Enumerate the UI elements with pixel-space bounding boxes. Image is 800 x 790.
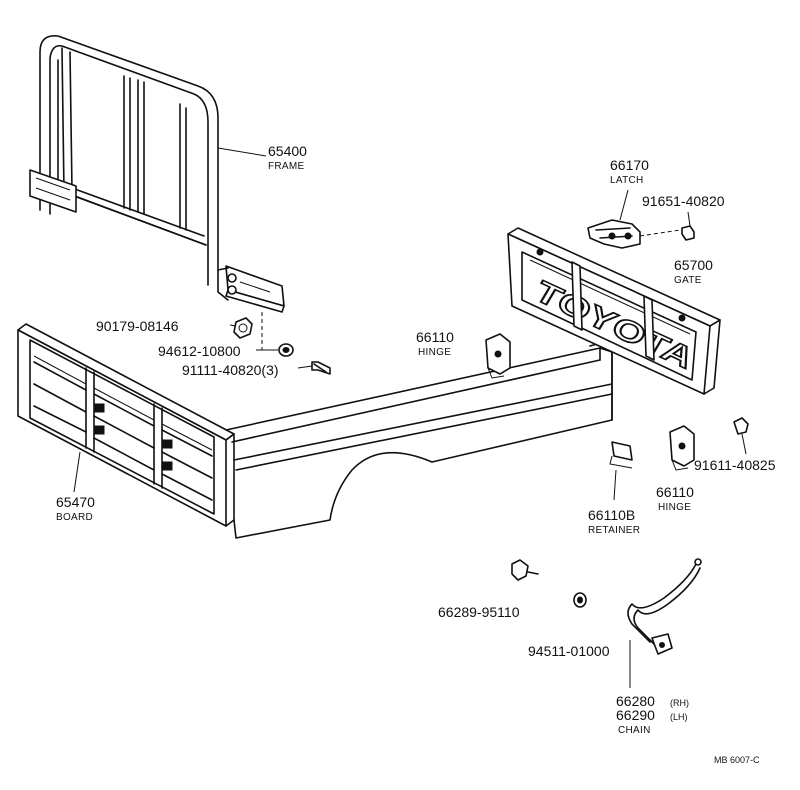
retainer-part-number: 66110B (588, 507, 635, 523)
chain-lh-suffix: (LH) (670, 712, 688, 722)
board-part-number: 65470 (56, 494, 95, 510)
frame-part-number: 65400 (268, 143, 307, 159)
label-hinge-upper: 66110 HINGE (416, 329, 454, 358)
frame-hardware-drawing (229, 312, 331, 375)
board-part-name: BOARD (56, 512, 93, 523)
label-hinge-bolt: 91611-40825 (694, 457, 776, 473)
label-latch-bolt: 91651-40820 (642, 193, 725, 209)
label-gate: 65700 GATE (674, 257, 713, 286)
hinge-upper-part-name: HINGE (418, 347, 451, 358)
chain-rh-part-number: 66280 (616, 693, 655, 709)
label-washer: 94612-10800 (158, 343, 241, 359)
latch-bolt-icon (681, 211, 695, 241)
label-latch: 66170 LATCH (610, 157, 649, 186)
label-nut: 90179-08146 (96, 318, 179, 334)
label-frame-bolt: 91111-40820(3) (182, 362, 279, 378)
hinge-upper-part-number: 66110 (416, 329, 454, 345)
chain-icon (627, 558, 702, 688)
label-board: 65470 BOARD (56, 494, 95, 523)
hinge-lower-icon (669, 425, 695, 471)
frame-bolt-part-number: 91111-40820(3) (182, 362, 279, 378)
hinge-lower-part-number: 66110 (656, 484, 694, 500)
hinge-upper-icon (485, 333, 511, 379)
latch-drawing (587, 189, 681, 249)
hinge-bolt-icon (733, 417, 749, 455)
hinge-lower-part-name: HINGE (658, 502, 691, 513)
washer-icon (278, 343, 294, 357)
reference-code: MB 6007-C (714, 755, 760, 765)
retainer-part-name: RETAINER (588, 525, 640, 536)
hinge-bolt-part-number: 91611-40825 (694, 457, 776, 473)
chain-bolt-icon (511, 559, 539, 581)
label-chain-washer: 94511-01000 (528, 643, 610, 659)
frame-part-name: FRAME (268, 161, 305, 172)
chain-washer-part-number: 94511-01000 (528, 643, 610, 659)
chain-washer-icon (573, 592, 587, 608)
label-chain: 66280 (RH) 66290 (LH) CHAIN (616, 693, 689, 736)
latch-part-number: 66170 (610, 157, 649, 173)
board-drawing (17, 323, 235, 527)
label-chain-bolt: 66289-95110 (438, 604, 520, 620)
gate-drawing: TOYOTA (507, 227, 721, 395)
chain-bolt-part-number: 66289-95110 (438, 604, 520, 620)
frame-drawing (29, 35, 285, 313)
retainer-icon (609, 441, 633, 501)
chain-rh-suffix: (RH) (670, 698, 689, 708)
bolt-icon (311, 361, 331, 375)
gate-part-number: 65700 (674, 257, 713, 273)
label-frame: 65400 FRAME (268, 143, 307, 172)
label-hinge-lower: 66110 HINGE (656, 484, 694, 513)
washer-part-number: 94612-10800 (158, 343, 241, 359)
latch-part-name: LATCH (610, 175, 644, 186)
label-retainer: 66110B RETAINER (588, 507, 640, 536)
chain-part-name: CHAIN (618, 725, 651, 736)
gate-part-name: GATE (674, 275, 702, 286)
latch-bolt-part-number: 91651-40820 (642, 193, 725, 209)
bed-drawing (225, 341, 617, 539)
nut-part-number: 90179-08146 (96, 318, 179, 334)
chain-lh-part-number: 66290 (616, 707, 655, 723)
nut-icon (233, 317, 253, 339)
